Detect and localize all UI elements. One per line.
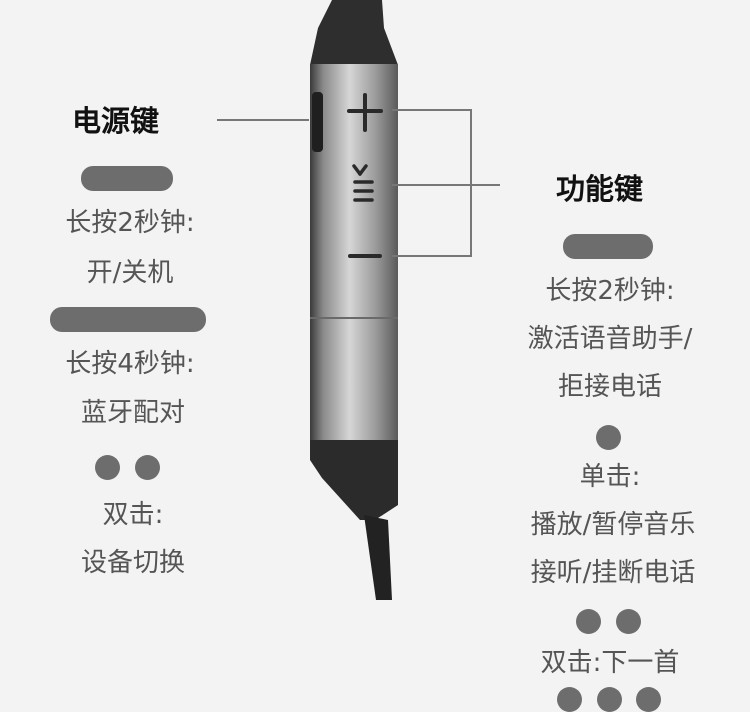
function-single-click-action-2: 接听/挂断电话 xyxy=(530,558,696,588)
power-long-press-4s-action: 蓝牙配对 xyxy=(80,398,185,428)
power-leader-line xyxy=(217,119,309,121)
power-key-title: 电源键 xyxy=(72,104,160,138)
function-triple-click-dot-1 xyxy=(557,687,582,712)
function-single-click-action-1: 播放/暂停音乐 xyxy=(530,510,696,540)
function-single-click-label: 单击: xyxy=(579,462,641,492)
power-double-click-label: 双击: xyxy=(102,500,164,530)
remote-body xyxy=(310,64,398,442)
function-single-click-dot xyxy=(596,425,621,450)
function-bracket-middle xyxy=(392,184,500,186)
upper-cable xyxy=(310,0,398,65)
function-long-press-action-1: 激活语音助手/ xyxy=(527,324,693,354)
function-triple-click-dot-3 xyxy=(636,687,661,712)
power-double-click-dot-1 xyxy=(95,455,120,480)
function-double-click-label: 双击:下一首 xyxy=(540,648,680,678)
function-bracket-vertical xyxy=(470,109,472,257)
function-double-click-dot-1 xyxy=(576,609,601,634)
power-long-press-4s-label: 长按4秒钟: xyxy=(65,349,195,379)
function-long-press-label: 长按2秒钟: xyxy=(545,276,675,306)
power-double-click-action: 设备切换 xyxy=(80,548,185,578)
power-double-click-dot-2 xyxy=(135,455,160,480)
power-long-press-2s-label: 长按2秒钟: xyxy=(65,208,195,238)
power-long-press-2s-action: 开/关机 xyxy=(86,258,174,288)
function-bracket-top xyxy=(392,109,472,111)
function-triple-click-dot-2 xyxy=(597,687,622,712)
long-press-2s-indicator xyxy=(81,166,173,191)
function-long-press-action-2: 拒接电话 xyxy=(557,372,662,402)
power-button xyxy=(312,92,323,152)
lower-collar xyxy=(310,440,398,520)
function-long-press-indicator xyxy=(563,234,653,259)
function-bracket-bottom xyxy=(392,255,472,257)
long-press-4s-indicator xyxy=(50,307,206,332)
plus-icon xyxy=(347,93,383,132)
function-key-title: 功能键 xyxy=(556,172,644,206)
lower-cable xyxy=(364,515,392,600)
function-double-click-dot-2 xyxy=(616,609,641,634)
multifunction-icon xyxy=(352,164,374,202)
